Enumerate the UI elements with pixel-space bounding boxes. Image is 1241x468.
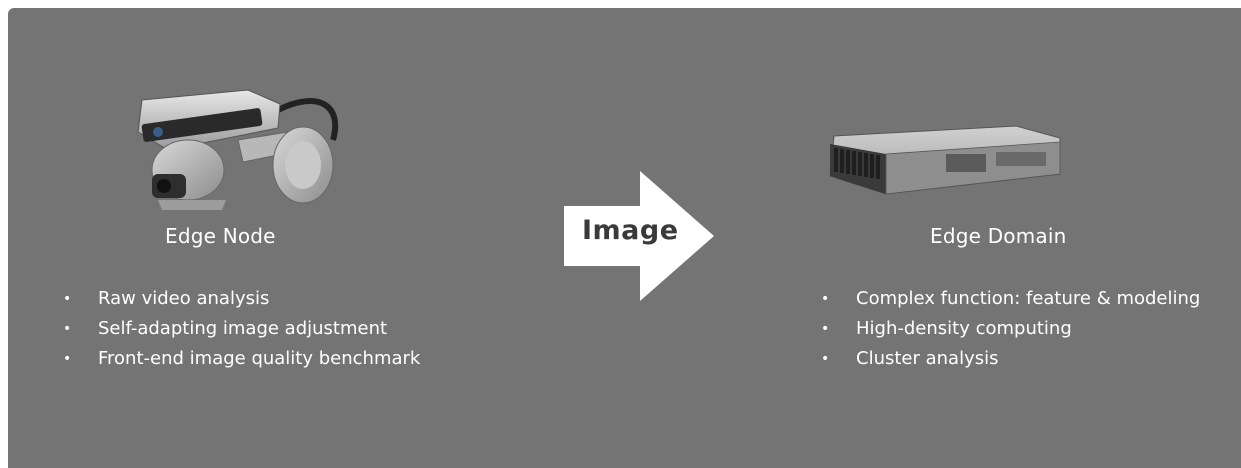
camera-device-icon — [128, 70, 350, 215]
list-item: •Cluster analysis — [856, 344, 1200, 374]
list-item: •Self-adapting image adjustment — [98, 314, 420, 344]
list-item: •Front-end image quality benchmark — [98, 344, 420, 374]
bullet-icon: • — [63, 344, 71, 374]
server-device-icon — [826, 124, 1062, 196]
bullet-icon: • — [821, 344, 829, 374]
edge-domain-title: Edge Domain — [930, 224, 1067, 248]
list-item: •High-density computing — [856, 314, 1200, 344]
bullet-icon: • — [63, 314, 71, 344]
bullet-icon: • — [821, 284, 829, 314]
edge-domain-bullet-list: •Complex function: feature & modeling •H… — [856, 284, 1200, 374]
list-item: •Complex function: feature & modeling — [856, 284, 1200, 314]
edge-node-bullet-list: •Raw video analysis •Self-adapting image… — [98, 284, 420, 374]
diagram-panel: Edge Node Edge Domain Image •Raw video a… — [8, 8, 1241, 468]
flow-arrow: Image — [564, 171, 714, 301]
bullet-icon: • — [821, 314, 829, 344]
list-item: •Raw video analysis — [98, 284, 420, 314]
bullet-icon: • — [63, 284, 71, 314]
arrow-label: Image — [582, 215, 682, 246]
edge-node-title: Edge Node — [165, 224, 276, 248]
